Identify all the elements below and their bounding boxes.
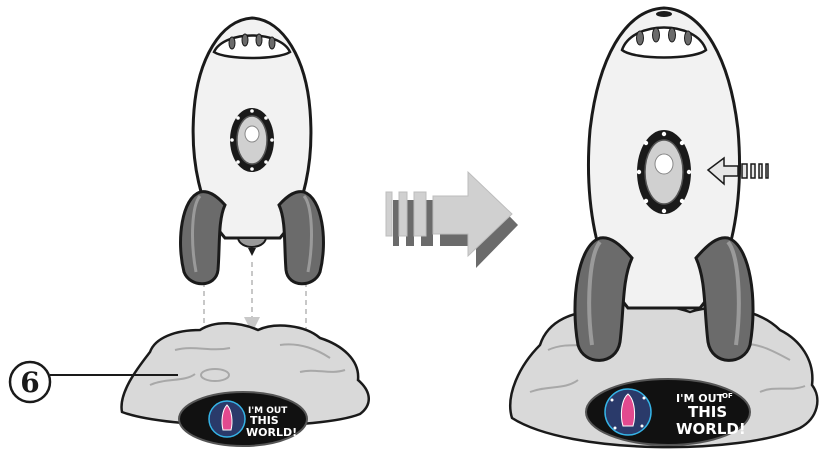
right-assembled-view: I'M OUT OF THIS WORLD! (510, 8, 817, 447)
badge-left-line3: WORLD! (246, 426, 297, 439)
badge-right-line2: THIS (688, 403, 727, 421)
left-exploded-view: I'M OUT THIS WORLD! (10, 18, 369, 446)
rocket-left (181, 18, 324, 284)
badge-left: I'M OUT THIS WORLD! (179, 392, 307, 446)
badge-right-line3: WORLD! (676, 420, 746, 438)
badge-right-line1-small: OF (722, 392, 733, 400)
badge-right: I'M OUT OF THIS WORLD! (586, 379, 750, 445)
rocket-right (575, 8, 753, 360)
callout-number: 6 (20, 366, 39, 399)
assembly-arrow (386, 172, 518, 268)
